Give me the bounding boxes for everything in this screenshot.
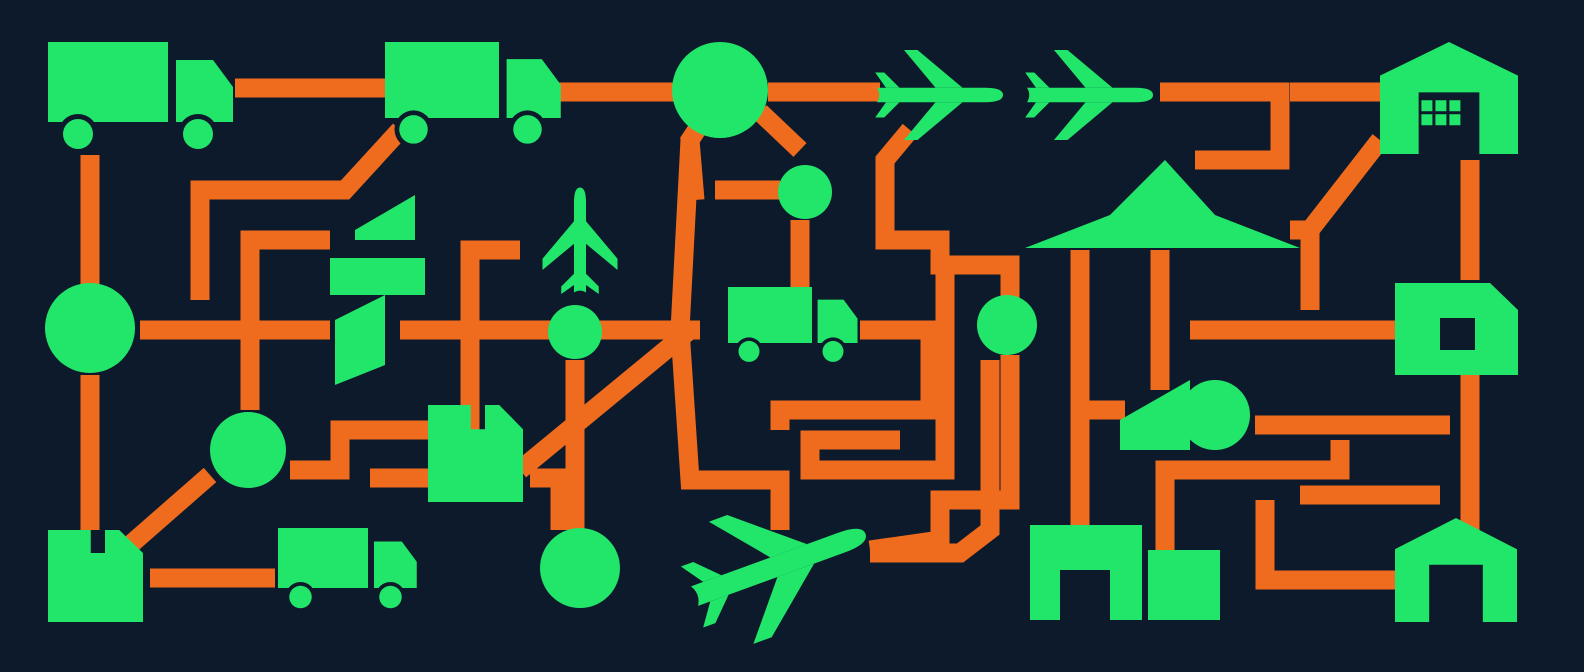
truck-cargo: [385, 42, 499, 118]
plane-body: [1027, 87, 1153, 103]
route-line: [800, 265, 955, 480]
hub-circle-icon: [45, 283, 135, 373]
route-lines: [80, 78, 1480, 590]
airplane-icon: [875, 50, 1003, 140]
plane-body: [574, 187, 586, 293]
airplane-icon: [1025, 50, 1153, 140]
building-icon: [1030, 525, 1142, 620]
parking-sign-icon: [1395, 283, 1518, 375]
package-icon: [1148, 550, 1220, 620]
hub-circle-icon: [540, 528, 620, 608]
airplane-icon: [542, 187, 618, 294]
truck-wheel: [513, 115, 542, 144]
plane-wings: [1025, 50, 1113, 140]
crate: [1449, 114, 1461, 126]
package-shape: [48, 530, 143, 622]
truck-wheel: [738, 340, 760, 362]
hub-circle-icon: [778, 165, 832, 219]
hub-circle-icon: [548, 305, 602, 359]
airplane-icon: [680, 515, 866, 644]
plane-wings: [680, 515, 815, 644]
truck-cargo: [278, 528, 368, 588]
truck-cab: [506, 59, 561, 118]
package-icon: [1120, 380, 1190, 450]
truck-wheel: [822, 340, 844, 362]
hub-circle-icon: [977, 295, 1037, 355]
route-line: [240, 230, 330, 410]
truck-icon: [48, 42, 233, 154]
route-line: [190, 123, 408, 300]
hub-circle-icon: [210, 412, 286, 488]
hub-circle-icon: [1180, 380, 1250, 450]
route-line: [1155, 440, 1350, 550]
route-line: [123, 467, 217, 553]
truck-cab: [374, 541, 417, 588]
package-icon: [48, 530, 143, 622]
route-line: [290, 420, 430, 480]
route-line: [460, 240, 520, 330]
route-line: [868, 355, 1020, 560]
route-line: [875, 123, 1020, 300]
package-icon: [428, 405, 523, 502]
route-line: [753, 105, 807, 157]
stacked-blocks-icon: [330, 195, 425, 385]
route-line: [670, 139, 790, 530]
route-line: [870, 360, 1000, 563]
plane-body: [690, 528, 866, 606]
truck-cargo: [48, 42, 168, 122]
route-line: [1160, 82, 1290, 170]
route-line: [513, 322, 697, 478]
warehouse-shape: [1395, 518, 1517, 622]
truck-wheel: [183, 119, 213, 149]
truck-wheel: [63, 119, 93, 149]
warehouse-shape: [1380, 42, 1518, 154]
plane-wings: [542, 221, 618, 294]
truck-wheel: [379, 585, 402, 609]
warehouse-icon: [1380, 42, 1518, 154]
crate: [1435, 114, 1447, 126]
truck-icon: [278, 528, 417, 612]
crate: [1449, 100, 1461, 112]
route-line: [770, 320, 940, 430]
roof-icon: [1025, 160, 1300, 248]
plane-body: [877, 87, 1003, 103]
route-line: [1255, 500, 1395, 590]
truck-icon: [385, 42, 561, 149]
route-line: [1290, 134, 1388, 240]
warehouse-icon: [1395, 518, 1517, 622]
crate: [1435, 100, 1447, 112]
route-line: [530, 468, 570, 530]
plane-wings: [875, 50, 963, 140]
truck-wheel: [399, 115, 428, 144]
package-shape: [428, 405, 523, 502]
crate: [1421, 100, 1433, 112]
hub-circle-icon: [672, 42, 768, 138]
truck-cab: [817, 299, 858, 343]
truck-cargo: [728, 287, 812, 343]
crate: [1421, 114, 1433, 126]
network-nodes: [45, 42, 1518, 644]
truck-icon: [728, 287, 858, 366]
truck-cab: [176, 60, 233, 122]
truck-wheel: [289, 585, 312, 609]
